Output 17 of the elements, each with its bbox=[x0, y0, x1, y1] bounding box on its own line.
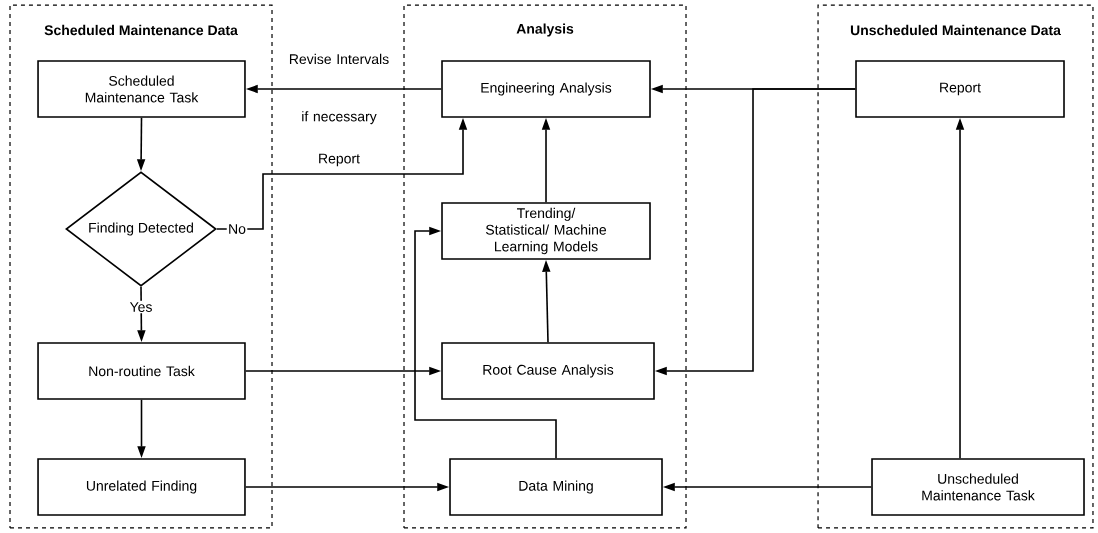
edge-label: No bbox=[226, 222, 248, 236]
lane-title: Unscheduled Maintenance Data bbox=[850, 24, 1061, 36]
process-box: Unrelated Finding bbox=[37, 458, 246, 516]
lane-title: Scheduled Maintenance Data bbox=[44, 24, 238, 36]
arrow bbox=[414, 226, 557, 459]
process-box: Trending/ Statistical/ Machine Learning Models bbox=[441, 202, 651, 260]
process-box: Engineering Analysis bbox=[441, 60, 651, 118]
process-box: Report bbox=[855, 60, 1065, 118]
process-box: Scheduled Maintenance Task bbox=[37, 60, 246, 118]
edge-label: Yes bbox=[128, 300, 154, 314]
process-box: Non-routine Task bbox=[37, 342, 246, 400]
process-box: Root Cause Analysis bbox=[441, 342, 655, 400]
flow-label: Report bbox=[319, 153, 360, 167]
process-box: Data Mining bbox=[449, 458, 663, 516]
process-box: Unscheduled Maintenance Task bbox=[871, 458, 1085, 516]
lane-title: Analysis bbox=[516, 23, 574, 37]
edge-label: Revise Intervals if necessary bbox=[289, 53, 389, 125]
